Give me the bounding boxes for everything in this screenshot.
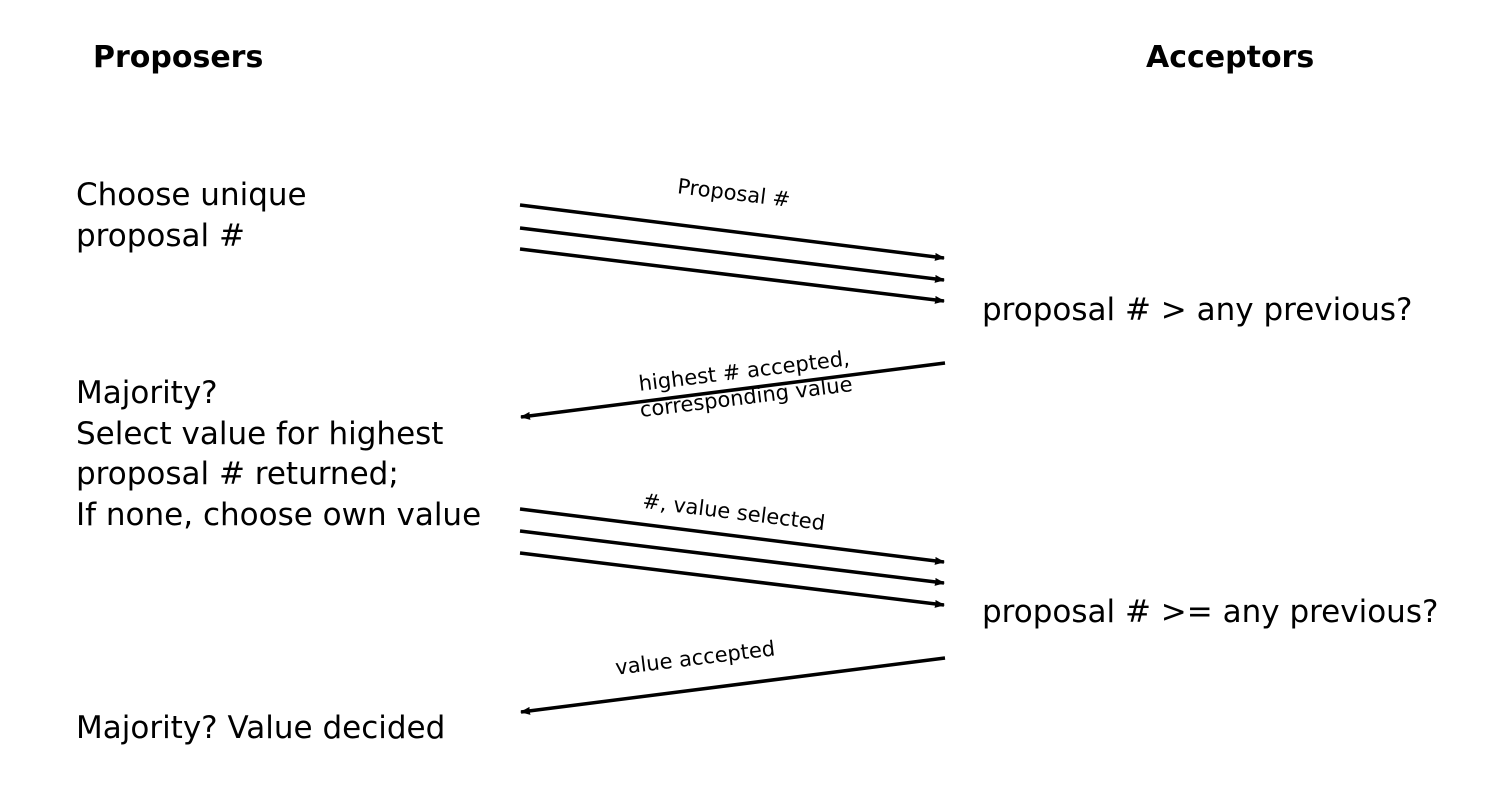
accept-check: proposal # >= any previous? bbox=[982, 594, 1438, 630]
promise-arrow bbox=[520, 361, 946, 420]
prepare-check: proposal # > any previous? bbox=[982, 292, 1412, 328]
accepted-arrow bbox=[520, 656, 946, 715]
accepted-label: value accepted bbox=[614, 636, 776, 679]
choose-step-line: proposal # bbox=[76, 218, 245, 254]
choose-step-line: Choose unique bbox=[76, 177, 307, 213]
select-step-line: proposal # returned; bbox=[76, 456, 399, 492]
accept-arrow bbox=[519, 529, 945, 586]
select-step-line: Select value for highest bbox=[76, 416, 443, 452]
prepare-arrow bbox=[519, 247, 945, 304]
prepare-arrow bbox=[519, 203, 945, 261]
accept-arrow bbox=[519, 551, 945, 608]
accept-arrow bbox=[519, 507, 945, 565]
select-step-line: Majority? bbox=[76, 375, 218, 411]
decided-step: Majority? Value decided bbox=[76, 710, 445, 746]
proposers-header: Proposers bbox=[93, 40, 263, 75]
acceptors-header: Acceptors bbox=[1146, 40, 1314, 75]
select-step-line: If none, choose own value bbox=[76, 497, 481, 533]
prepare-label: Proposal # bbox=[676, 174, 792, 212]
prepare-arrow bbox=[519, 226, 945, 283]
